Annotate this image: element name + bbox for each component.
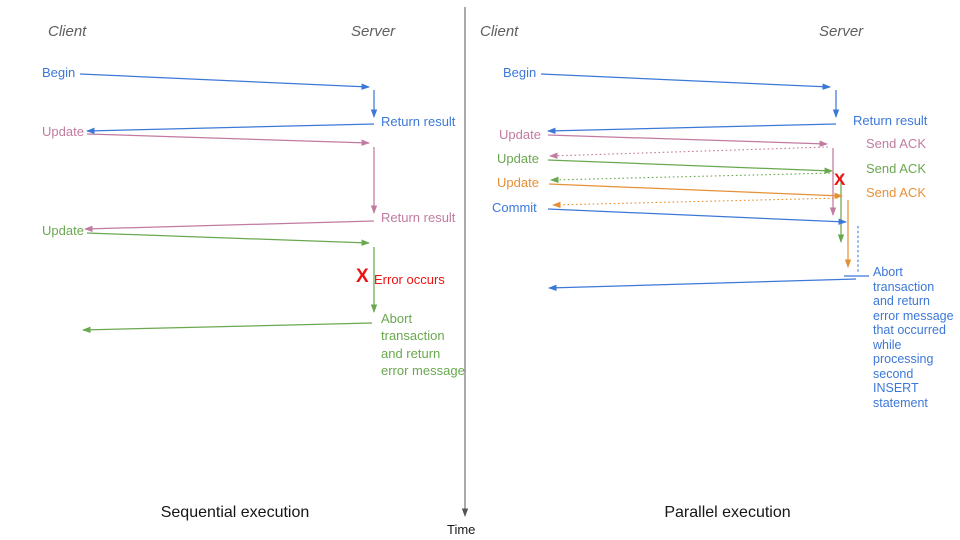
right-update-2-label: Update: [497, 151, 539, 166]
right-error-x-mark: X: [834, 170, 846, 189]
right-send-ack-1-label: Send ACK: [866, 136, 926, 151]
right-send-ack-3-label: Send ACK: [866, 185, 926, 200]
left-error-occurs-label: Error occurs: [374, 272, 445, 287]
left-return-result-1-arrow: [86, 123, 375, 135]
left-client-header: Client: [48, 23, 87, 40]
right-panel-title: Parallel execution: [664, 504, 791, 521]
right-update-3-label: Update: [497, 175, 539, 190]
left-update-1-label: Update: [42, 124, 84, 139]
right-send-ack-3-arrow: [552, 197, 843, 209]
right-update-3-request-arrow: [548, 183, 843, 199]
right-begin-label: Begin: [503, 65, 537, 80]
left-update-2-label: Update: [42, 223, 84, 238]
right-client-header: Client: [480, 23, 519, 40]
right-send-ack-1-arrow: [549, 146, 829, 159]
left-return-result-2-arrow: [84, 220, 375, 232]
right-begin-request-arrow: [540, 73, 831, 90]
left-abort-return-arrow: [82, 322, 373, 334]
left-error-x-mark: X: [356, 266, 369, 287]
left-panel-title: Sequential execution: [160, 504, 310, 521]
right-send-ack-2-label: Send ACK: [866, 161, 926, 176]
right-return-result-arrow: [547, 123, 837, 135]
time-axis-label: Time: [447, 522, 476, 537]
right-server-header: Server: [819, 23, 864, 40]
right-update-2-request-arrow: [547, 159, 833, 174]
left-return-result-1-label: Return result: [381, 114, 456, 129]
left-server-header: Server: [351, 23, 396, 40]
left-update-1-request-arrow: [86, 133, 370, 146]
right-return-result-label: Return result: [853, 113, 928, 128]
left-return-result-2-label: Return result: [381, 210, 456, 225]
right-update-1-request-arrow: [547, 134, 828, 147]
left-begin-label: Begin: [42, 65, 76, 80]
right-commit-request-arrow: [547, 208, 847, 225]
left-begin-request-arrow: [79, 73, 370, 90]
right-commit-label: Commit: [492, 200, 537, 215]
right-send-ack-2-arrow: [550, 172, 835, 184]
right-update-1-label: Update: [499, 127, 541, 142]
left-abort-message: Abort transaction and return error messa…: [381, 311, 465, 379]
right-abort-message: Abort transaction and return error messa…: [873, 265, 954, 410]
right-abort-return-arrow: [548, 278, 857, 291]
left-update-2-request-arrow: [86, 232, 370, 246]
